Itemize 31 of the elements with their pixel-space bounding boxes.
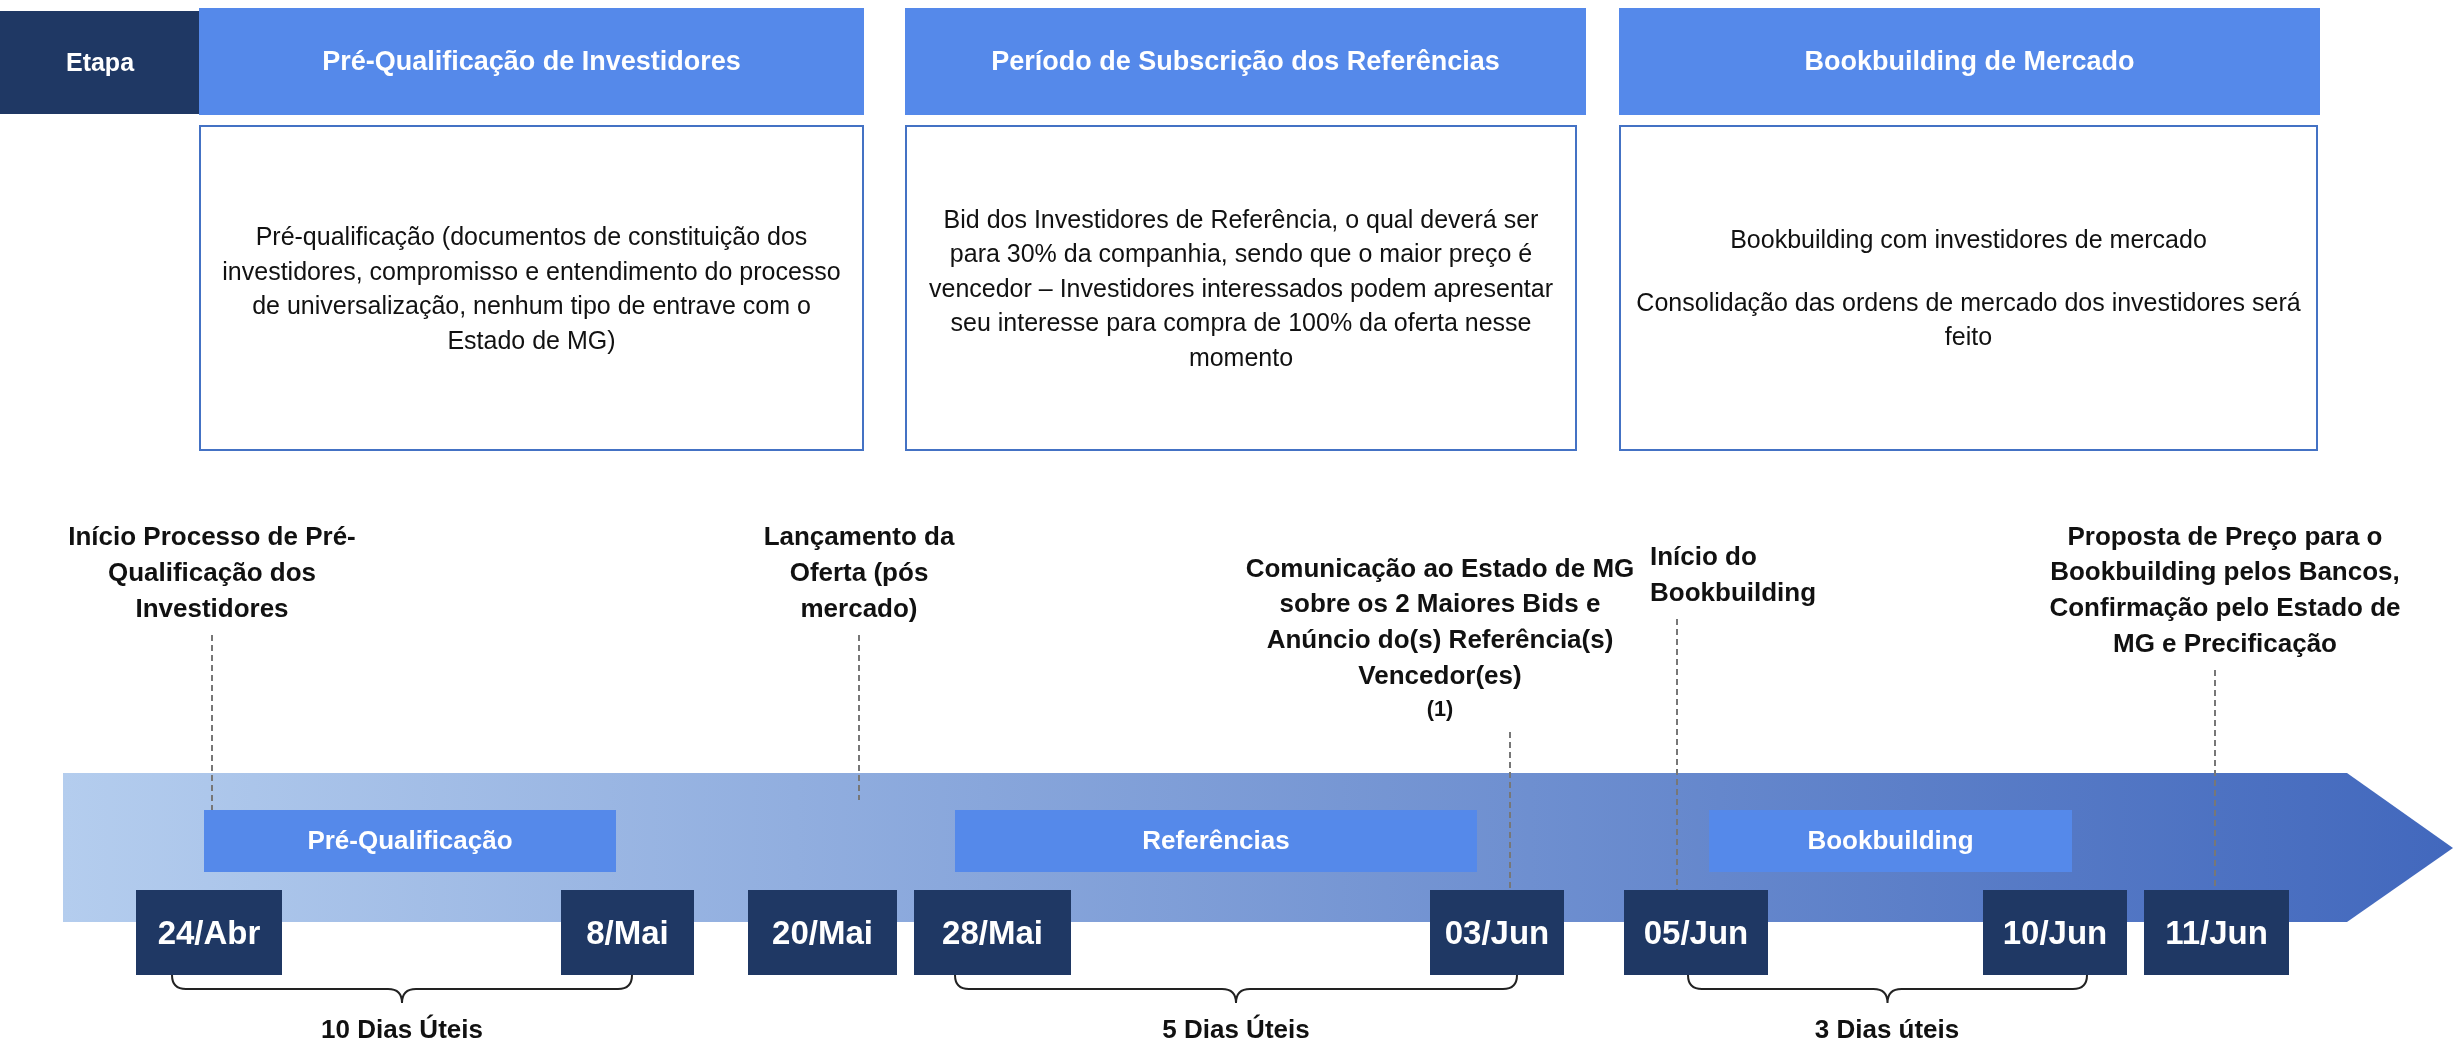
description-box: Bid dos Investidores de Referência, o qual deverá ser para 30% da companhia, sendo que o maior preço é vencedor – Investidores interessados podem apresentar seu interesse para compra de 100% da oferta nesse momento — [905, 125, 1577, 451]
event-label: Proposta de Preço para o Bookbuilding pelos Bancos, Confirmação pelo Estado de MG e Precificação — [2030, 490, 2420, 662]
duration-label: 3 Dias úteis — [1813, 1014, 1961, 1045]
date-tag: 8/Mai — [561, 890, 694, 975]
date-tag: 28/Mai — [914, 890, 1071, 975]
leader-line — [1509, 731, 1511, 891]
date-tag: 24/Abr — [136, 890, 282, 975]
phase-header: Período de Subscrição dos Referências — [905, 8, 1586, 115]
duration-label: 10 Dias Úteis — [320, 1014, 484, 1045]
leader-line — [858, 634, 860, 801]
event-label: Início do Bookbuilding — [1650, 510, 1870, 611]
date-tag: 10/Jun — [1983, 890, 2127, 975]
date-tag: 11/Jun — [2144, 890, 2289, 975]
duration-label: 5 Dias Úteis — [1161, 1014, 1311, 1045]
phase-bar: Bookbuilding — [1709, 810, 2072, 872]
event-label: Início Processo de Pré-Qualificação dos Investidores — [62, 492, 362, 627]
phase-bar: Pré-Qualificação — [204, 810, 616, 872]
description-box: Pré-qualificação (documentos de constituição dos investidores, compromisso e entendimento do processo de universalização, nenhum tipo de entrave com o Estado de MG) — [199, 125, 864, 451]
description-text: Bookbuilding com investidores de mercado — [1730, 224, 2207, 256]
stage-label-box: Etapa — [0, 11, 200, 114]
description-text: Consolidação das ordens de mercado dos investidores será feito — [1635, 286, 2302, 353]
leader-line — [1676, 618, 1678, 891]
date-tag: 20/Mai — [748, 890, 897, 975]
phase-bar: Referências — [955, 810, 1477, 872]
leader-line — [211, 634, 213, 811]
phase-header: Bookbuilding de Mercado — [1619, 8, 2320, 115]
date-tag: 03/Jun — [1430, 890, 1564, 975]
date-tag: 05/Jun — [1624, 890, 1768, 975]
description-box — [1619, 125, 2318, 451]
phase-header: Pré-Qualificação de Investidores — [199, 8, 864, 115]
event-label: Lançamento da Oferta (pós mercado) — [754, 492, 964, 627]
